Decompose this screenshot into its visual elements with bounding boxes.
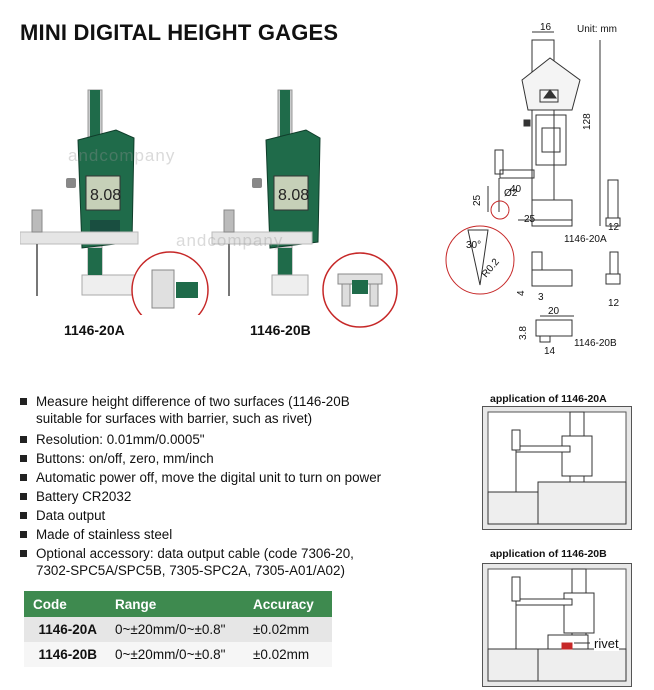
dim-12-b: 12 [608, 298, 620, 309]
dim-16: 16 [540, 22, 552, 33]
feature-item: Data output [20, 507, 105, 524]
bullet-icon [20, 512, 27, 519]
dim-12: 12 [608, 222, 620, 233]
model-label-a: 1146-20A [64, 322, 125, 338]
bullet-icon [20, 531, 27, 538]
page-title: MINI DIGITAL HEIGHT GAGES [20, 20, 339, 45]
product-photos: 8.08 8.08 [20, 89, 321, 315]
feature-item: Buttons: on/off, zero, mm/inch [20, 450, 214, 467]
dim-4: 4 [516, 290, 527, 296]
application-diagram-a [482, 406, 632, 530]
feature-item: Made of stainless steel [20, 526, 172, 543]
table-header-accuracy: Accuracy [244, 591, 332, 617]
rivet-callout: rivet [594, 636, 619, 651]
dim-30deg: 30° [466, 240, 481, 251]
dim-40: 40 [510, 184, 522, 195]
bullet-icon [20, 398, 27, 405]
feature-item: Resolution: 0.01mm/0.0005" [20, 431, 205, 448]
svg-text:8.08: 8.08 [90, 187, 121, 204]
gage-a-photo: 8.08 [20, 89, 139, 296]
gage-b-inset-circle [322, 252, 398, 328]
bullet-icon [20, 550, 27, 557]
bullet-icon [20, 474, 27, 481]
feature-item: Optional accessory: data output cable (c… [20, 545, 354, 579]
dim-25-v: 25 [472, 194, 483, 206]
table-header-code: Code [24, 591, 106, 617]
dim-25-h: 25 [524, 214, 536, 225]
table-header-row: Code Range Accuracy [24, 591, 332, 617]
table-cell-range: 0~±20mm/0~±0.8" [106, 642, 244, 667]
table-cell-code: 1146-20A [24, 617, 106, 642]
bullet-icon [20, 455, 27, 462]
gage-b-photo: 8.08 [211, 89, 321, 296]
technical-drawing: 16 128 40 25 25 12 Ø2 30° R0.2 1146-20A … [445, 22, 621, 357]
drawing-label-a: 1146-20A [564, 234, 607, 245]
table-row: 1146-20B 0~±20mm/0~±0.8" ±0.02mm [24, 642, 332, 667]
table-row: 1146-20A 0~±20mm/0~±0.8" ±0.02mm [24, 617, 332, 642]
table-cell-range: 0~±20mm/0~±0.8" [106, 617, 244, 642]
table-cell-accuracy: ±0.02mm [244, 617, 332, 642]
model-label-b: 1146-20B [250, 322, 311, 338]
feature-item: Battery CR2032 [20, 488, 131, 505]
bullet-icon [20, 493, 27, 500]
dim-3-8: 3.8 [518, 326, 529, 340]
dim-3: 3 [538, 292, 544, 303]
svg-text:8.08: 8.08 [278, 187, 309, 204]
spec-table: Code Range Accuracy 1146-20A 0~±20mm/0~±… [24, 591, 332, 667]
application-caption-a: application of 1146-20A [490, 393, 607, 405]
drawing-label-b: 1146-20B [574, 338, 617, 349]
bullet-icon [20, 436, 27, 443]
table-cell-accuracy: ±0.02mm [244, 642, 332, 667]
table-header-range: Range [106, 591, 244, 617]
feature-item: Automatic power off, move the digital un… [20, 469, 381, 486]
gage-a-inset [131, 251, 209, 315]
dim-dia2: Ø2 [504, 188, 518, 199]
watermark: andcompany [68, 146, 176, 165]
dim-14: 14 [544, 346, 556, 357]
feature-item: Measure height difference of two surface… [20, 393, 350, 427]
unit-label: Unit: mm [577, 24, 617, 35]
application-caption-b: application of 1146-20B [490, 548, 607, 560]
application-diagram-b [482, 563, 632, 687]
dim-20: 20 [548, 306, 560, 317]
watermark: andcompany [176, 231, 284, 250]
dim-128: 128 [582, 113, 593, 130]
table-cell-code: 1146-20B [24, 642, 106, 667]
